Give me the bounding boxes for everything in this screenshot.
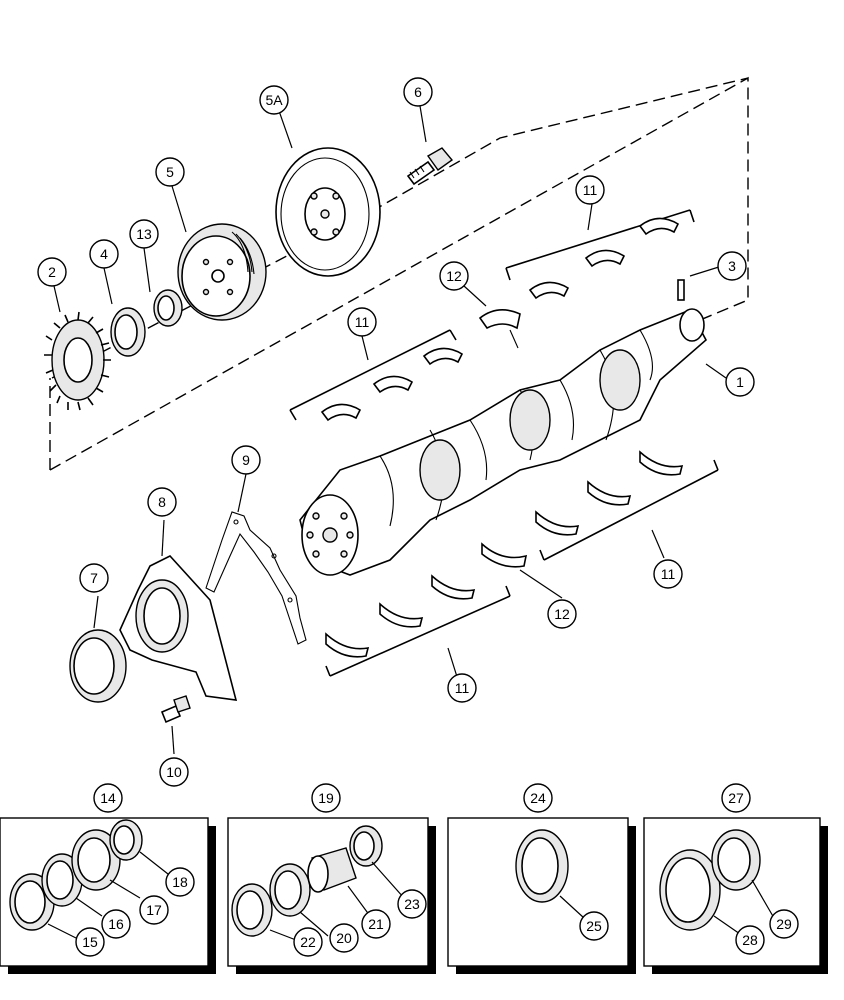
callout-4: 4 [89,239,119,269]
svg-text:11: 11 [455,680,470,696]
callout-23: 23 [397,889,427,919]
callout-12-upper: 12 [439,261,469,291]
timing-gear-part [44,311,111,411]
svg-text:12: 12 [446,268,462,284]
callout-27: 27 [721,783,751,813]
svg-text:9: 9 [242,452,250,468]
svg-text:15: 15 [82,934,98,950]
callout-5: 5 [155,157,185,187]
svg-text:19: 19 [318,790,334,806]
bearing-shells-lower-left [325,574,511,677]
callout-11-lower-left: 11 [447,673,477,703]
svg-text:25: 25 [586,918,602,934]
dowel-pin-part [677,279,685,301]
callout-9: 9 [231,445,261,475]
svg-text:2: 2 [48,264,56,280]
svg-text:17: 17 [146,902,162,918]
svg-text:11: 11 [583,182,598,198]
seal-housing-8-part [119,555,238,701]
svg-text:23: 23 [404,896,420,912]
svg-text:10: 10 [166,764,182,780]
callout-24: 24 [523,783,553,813]
svg-text:21: 21 [368,916,384,932]
svg-text:4: 4 [100,246,108,262]
callout-11-top-right: 11 [575,175,605,205]
bearing-shell-12-upper [478,309,521,349]
svg-text:18: 18 [172,874,188,890]
svg-text:5: 5 [166,164,174,180]
gasket-9-part [205,511,307,645]
svg-text:11: 11 [661,566,676,582]
callout-18: 18 [165,867,195,897]
bolt-10-part [160,695,191,724]
svg-text:16: 16 [108,916,124,932]
callout-13: 13 [129,219,159,249]
callout-16: 16 [101,909,131,939]
callout-28: 28 [735,925,765,955]
bearing-shells-upper-right [505,209,695,300]
callout-20: 20 [329,923,359,953]
callout-21: 21 [361,909,391,939]
svg-text:12: 12 [554,606,570,622]
leader-lines [53,105,727,755]
svg-text:7: 7 [90,570,98,586]
svg-text:24: 24 [530,790,546,806]
callout-5a: 5A [259,85,289,115]
callout-7: 7 [79,563,109,593]
callout-15: 15 [75,927,105,957]
svg-text:13: 13 [136,226,152,242]
callout-17: 17 [139,895,169,925]
svg-text:27: 27 [728,790,744,806]
callout-29: 29 [769,909,799,939]
svg-text:20: 20 [336,930,352,946]
kit-box-27 [643,817,828,974]
crankshaft-part [299,308,708,576]
svg-text:8: 8 [158,494,166,510]
callout-22: 22 [293,927,323,957]
callout-8: 8 [147,487,177,517]
rear-seal-7-part [69,629,127,703]
ring-4-part [110,307,146,357]
pulley-5-part [177,223,267,321]
svg-text:3: 3 [728,258,736,274]
svg-text:29: 29 [776,916,792,932]
svg-text:1: 1 [736,374,744,390]
callout-6: 6 [403,77,433,107]
spacer-13-part [153,289,183,327]
callout-14: 14 [93,783,123,813]
svg-text:28: 28 [742,932,758,948]
callout-2: 2 [37,257,67,287]
callout-3: 3 [717,251,747,281]
bearing-shell-12-lower [481,542,528,568]
callout-11-top-left: 11 [347,307,377,337]
callout-12-lower: 12 [547,599,577,629]
svg-text:22: 22 [300,934,316,950]
svg-text:11: 11 [355,314,370,330]
damper-5a-part [275,147,381,277]
callout-10: 10 [159,757,189,787]
bearing-shells-lower-right [535,450,719,561]
bolt-6-part [406,147,454,186]
callout-11-lower-right: 11 [653,559,683,589]
callout-25: 25 [579,911,609,941]
bearing-shells-upper-left [289,329,464,422]
callout-19: 19 [311,783,341,813]
svg-text:6: 6 [414,84,422,100]
svg-text:14: 14 [100,790,116,806]
svg-text:5A: 5A [265,92,283,108]
callout-1: 1 [725,367,755,397]
kit-box-24 [447,817,636,974]
